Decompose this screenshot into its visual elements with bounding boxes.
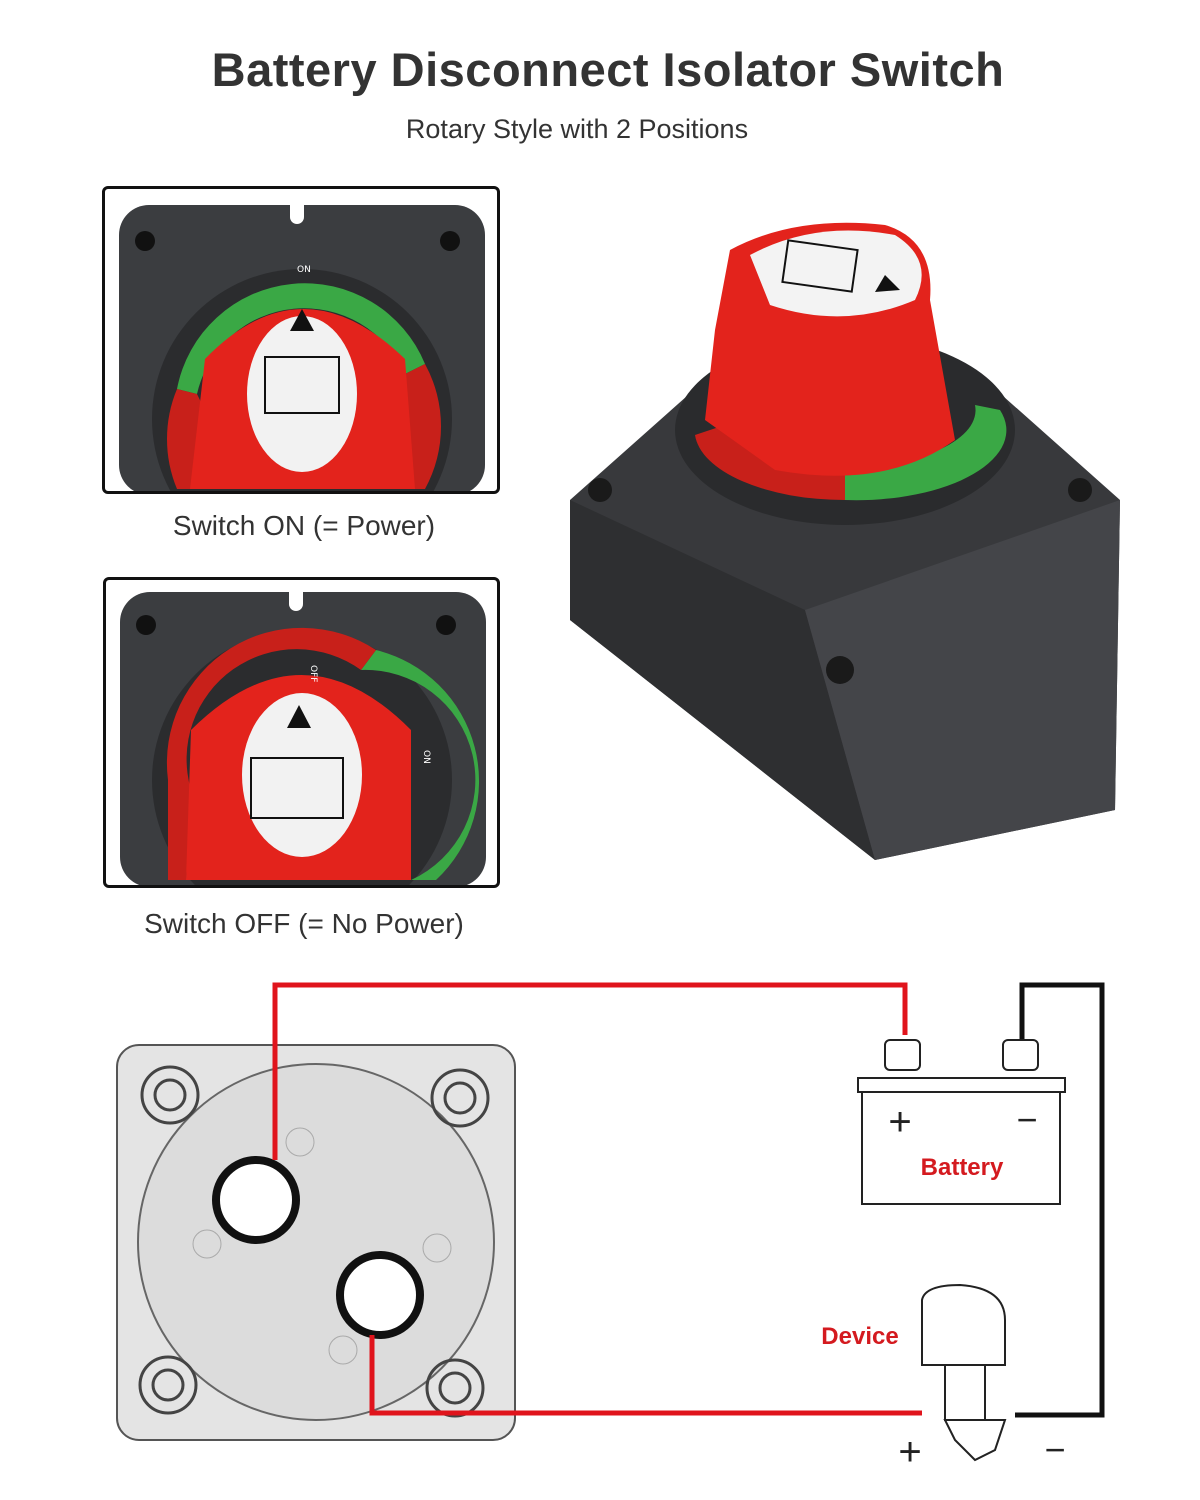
dial-on-label: ON bbox=[421, 750, 431, 764]
dial-off-label: OFF bbox=[308, 665, 318, 682]
switch-off-illustration: OFF ON bbox=[120, 592, 486, 885]
red-wire-device bbox=[369, 1335, 922, 1416]
switch-on-caption: Switch ON (= Power) bbox=[172, 510, 436, 541]
switch-on-illustration: ON bbox=[119, 205, 485, 491]
device-negative-symbol: − bbox=[1044, 1429, 1065, 1470]
product-photo bbox=[570, 222, 1120, 860]
switch-base-plate bbox=[116, 1044, 516, 1441]
outboard-motor-icon: + − bbox=[898, 1283, 1066, 1474]
battery-label: Battery bbox=[921, 1154, 1004, 1181]
battery-icon: + − Battery bbox=[857, 1039, 1066, 1205]
wiring-diagram: + − Battery Device + − bbox=[116, 982, 1105, 1474]
switch-off-photo: OFF ON bbox=[103, 577, 500, 888]
battery-negative-symbol: − bbox=[1016, 1099, 1037, 1140]
page-subtitle: Rotary Style with 2 Positions bbox=[405, 114, 749, 144]
switch-on-photo: ON bbox=[102, 186, 500, 494]
dial-on-label: ON bbox=[297, 265, 311, 275]
device-positive-symbol: + bbox=[898, 1430, 921, 1474]
battery-positive-symbol: + bbox=[888, 1100, 911, 1144]
terminal-1 bbox=[212, 1156, 300, 1244]
page-title: Battery Disconnect Isolator Switch bbox=[211, 43, 1005, 96]
switch-off-caption: Switch OFF (= No Power) bbox=[144, 908, 464, 939]
black-wire bbox=[1015, 982, 1105, 1418]
red-wire-battery bbox=[272, 982, 908, 1160]
device-label: Device bbox=[821, 1323, 898, 1350]
terminal-2 bbox=[336, 1251, 424, 1339]
